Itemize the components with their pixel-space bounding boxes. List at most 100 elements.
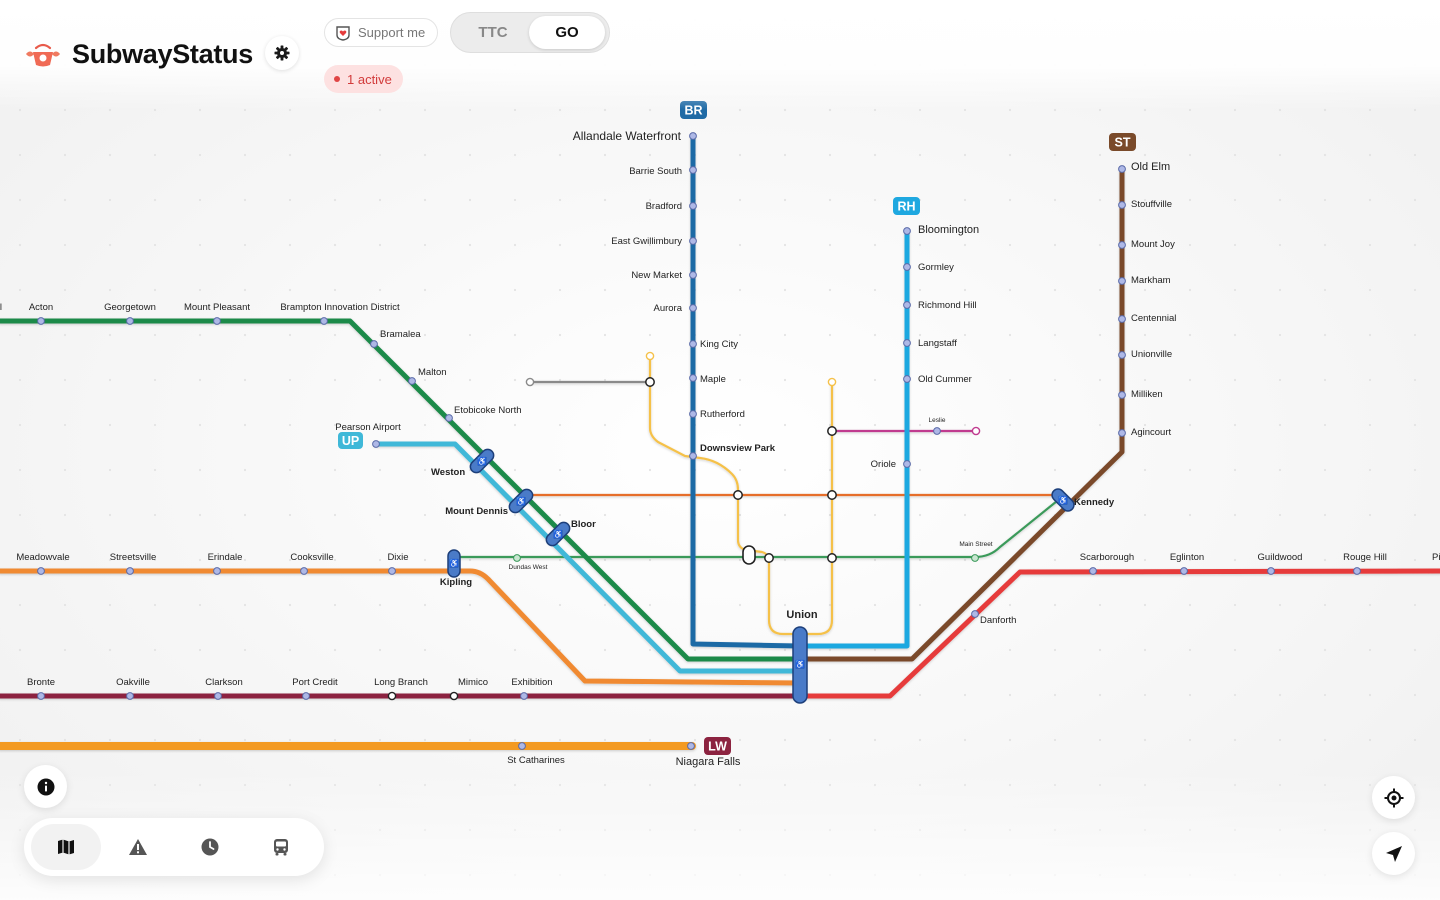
station-label-pearson-airport[interactable]: Pearson Airport [335, 422, 401, 433]
station-dot-old-cummer[interactable] [903, 375, 911, 383]
station-dot-markham[interactable] [1118, 277, 1126, 285]
station-dot-oriole[interactable] [903, 460, 911, 468]
station-label-danforth[interactable]: Danforth [980, 615, 1016, 626]
nav-map[interactable] [31, 824, 101, 870]
station-label-acton[interactable]: Acton [29, 302, 53, 313]
station-label-brampton-innovation-district[interactable]: Brampton Innovation District [280, 302, 400, 313]
station-dot-malton[interactable] [408, 377, 416, 385]
station-label-meadowvale[interactable]: Meadowvale [16, 552, 69, 563]
station-dot-cooksville[interactable] [300, 567, 308, 575]
station-label-old-elm[interactable]: Old Elm [1131, 161, 1170, 173]
kipling-station-marker[interactable] [447, 549, 461, 578]
station-dot-new-market[interactable] [689, 271, 697, 279]
weston-station-marker[interactable] [468, 447, 496, 475]
station-label-bramalea[interactable]: Bramalea [380, 329, 421, 340]
station-dot-barrie-south[interactable] [689, 166, 697, 174]
station-label-streetsville[interactable]: Streetsville [110, 552, 156, 563]
station-label-al[interactable]: al [0, 302, 2, 313]
transfer-station-dot[interactable] [827, 490, 837, 500]
station-label-gormley[interactable]: Gormley [918, 262, 954, 273]
station-label-scarborough[interactable]: Scarborough [1080, 552, 1134, 563]
station-dot-streetsville[interactable] [126, 567, 134, 575]
station-label-allandale-waterfront[interactable]: Allandale Waterfront [573, 129, 682, 143]
transfer-station-dot[interactable] [827, 426, 837, 436]
station-label-oriole[interactable]: Oriole [871, 459, 896, 470]
station-dot-port-credit[interactable] [302, 692, 310, 700]
transfer-station-dot[interactable] [827, 553, 837, 563]
station-label-weston[interactable]: Weston [431, 467, 465, 478]
station-dot-old-elm[interactable] [1118, 165, 1126, 173]
station-label-st-catharines[interactable]: St Catharines [507, 755, 565, 766]
line-badge-st[interactable] [1109, 133, 1136, 151]
union-station-marker[interactable] [792, 626, 808, 704]
station-dot-mimico[interactable] [449, 691, 459, 701]
station-dot-erindale[interactable] [213, 567, 221, 575]
station-label-bloor[interactable]: Bloor [571, 519, 596, 530]
station-dot-eglinton[interactable] [1180, 567, 1188, 575]
station-dot-unionville[interactable] [1118, 351, 1126, 359]
station-dot-scarborough[interactable] [1089, 567, 1097, 575]
station-dot-etobicoke-north[interactable] [445, 414, 453, 422]
station-label-rouge-hill[interactable]: Rouge Hill [1343, 552, 1387, 563]
mount-dennis-station-marker[interactable] [507, 487, 535, 515]
station-label-dixie[interactable]: Dixie [387, 552, 408, 563]
station-label-downsview-park[interactable]: Downsview Park [700, 443, 776, 454]
station-dot-aurora[interactable] [689, 304, 697, 312]
toggle-go[interactable]: GO [529, 16, 605, 49]
station-dot-georgetown[interactable] [126, 317, 134, 325]
station-label-richmond-hill[interactable]: Richmond Hill [918, 300, 977, 311]
station-dot-long-branch[interactable] [387, 691, 397, 701]
station-dot-bradford[interactable] [689, 202, 697, 210]
station-dot-st-catharines[interactable] [518, 742, 526, 750]
kennedy-station-marker[interactable] [1050, 487, 1077, 514]
station-label-mount-joy[interactable]: Mount Joy [1131, 239, 1175, 250]
station-label-niagara-falls[interactable]: Niagara Falls [676, 756, 741, 768]
station-label-pi[interactable]: Pi [1432, 552, 1440, 563]
station-dot-brampton-innovation-district[interactable] [320, 317, 328, 325]
locate-me-button[interactable] [1372, 776, 1415, 819]
station-label-stouffville[interactable]: Stouffville [1131, 199, 1172, 210]
station-label-mount-dennis[interactable]: Mount Dennis [445, 506, 508, 517]
station-dot-mount-joy[interactable] [1118, 241, 1126, 249]
station-label-bradford[interactable]: Bradford [646, 201, 682, 212]
settings-button[interactable] [265, 36, 299, 70]
support-me-button[interactable]: Support me [324, 18, 438, 47]
station-dot-guildwood[interactable] [1267, 567, 1275, 575]
station-dot-main-street[interactable] [971, 554, 979, 562]
station-dot-downsview-park[interactable] [689, 452, 697, 460]
station-dot-pearson-airport[interactable] [372, 440, 380, 448]
info-button[interactable] [24, 765, 67, 808]
station-dot-leslie[interactable] [933, 427, 941, 435]
station-dot-richmond-hill[interactable] [903, 301, 911, 309]
station-label-oakville[interactable]: Oakville [116, 677, 150, 688]
station-label-malton[interactable]: Malton [418, 367, 447, 378]
station-label-eglinton[interactable]: Eglinton [1170, 552, 1204, 563]
station-dot-agincourt[interactable] [1118, 429, 1126, 437]
station-label-unionville[interactable]: Unionville [1131, 349, 1172, 360]
active-alerts-badge[interactable]: 1 active [324, 65, 403, 93]
station-label-etobicoke-north[interactable]: Etobicoke North [454, 405, 522, 416]
station-dot-maple[interactable] [689, 374, 697, 382]
station-dot-centennial[interactable] [1118, 315, 1126, 323]
station-dot-exhibition[interactable] [520, 692, 528, 700]
station-label-markham[interactable]: Markham [1131, 275, 1171, 286]
line-badge-up[interactable] [338, 432, 363, 449]
station-dot-clarkson[interactable] [214, 692, 222, 700]
station-label-dundas-west[interactable]: Dundas West [509, 564, 548, 571]
transfer-station-dot[interactable] [645, 377, 655, 387]
station-label-king-city[interactable]: King City [700, 339, 738, 350]
station-label-union[interactable]: Union [786, 609, 817, 621]
station-label-kennedy[interactable]: Kennedy [1074, 497, 1115, 508]
station-label-centennial[interactable]: Centennial [1131, 313, 1176, 324]
station-label-bronte[interactable]: Bronte [27, 677, 55, 688]
station-label-langstaff[interactable]: Langstaff [918, 338, 957, 349]
line-badge-lw[interactable] [704, 737, 731, 755]
station-label-exhibition[interactable]: Exhibition [511, 677, 552, 688]
navigate-button[interactable] [1372, 832, 1415, 875]
station-dot-east-gwillimbury[interactable] [689, 237, 697, 245]
toggle-ttc[interactable]: TTC [478, 24, 508, 41]
station-label-agincourt[interactable]: Agincourt [1131, 427, 1171, 438]
station-dot-mount-pleasant[interactable] [213, 317, 221, 325]
station-label-barrie-south[interactable]: Barrie South [629, 166, 682, 177]
station-label-clarkson[interactable]: Clarkson [205, 677, 243, 688]
